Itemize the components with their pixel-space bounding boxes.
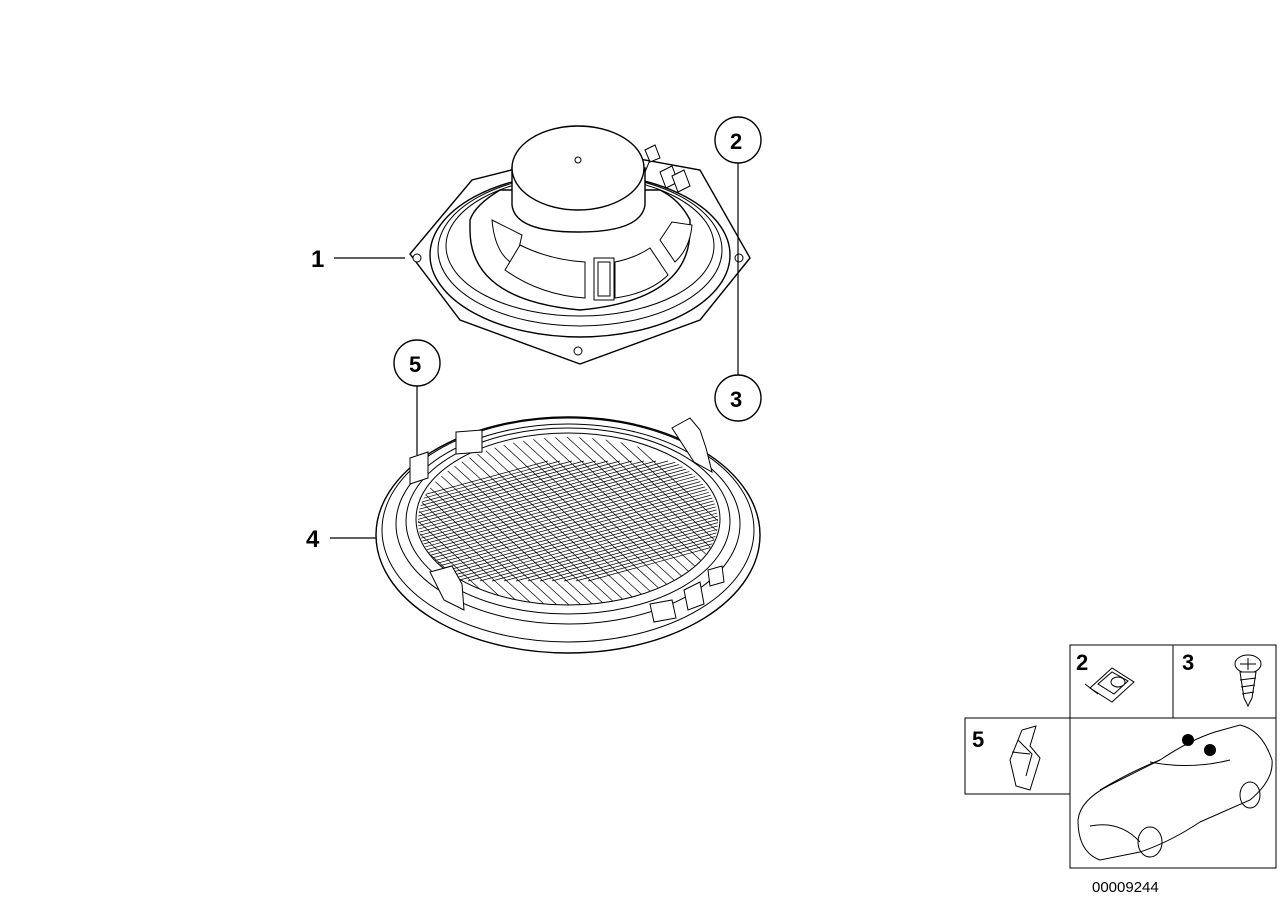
legend-box-5-label: 5	[972, 727, 984, 752]
callout-3: 3	[730, 387, 742, 412]
speaker-grille	[375, 416, 761, 654]
clip-nut-icon	[1084, 667, 1135, 703]
callout-2: 2	[730, 129, 742, 154]
legend-box-2-label: 2	[1076, 650, 1088, 675]
car-location-icon	[1077, 724, 1273, 861]
catalog-number: 00009244	[1092, 879, 1159, 896]
callout-1: 1	[311, 246, 324, 273]
speaker-assembly	[409, 125, 751, 365]
legend: 2 3 5	[964, 644, 1277, 896]
callout-5: 5	[409, 352, 421, 377]
callouts: 1 2 3 4 5	[306, 116, 762, 553]
screw-icon	[1234, 654, 1262, 708]
spring-clip-icon	[1009, 725, 1041, 791]
callout-4: 4	[306, 526, 320, 553]
legend-box-3-label: 3	[1182, 650, 1194, 675]
callout-3-circle	[714, 374, 762, 422]
